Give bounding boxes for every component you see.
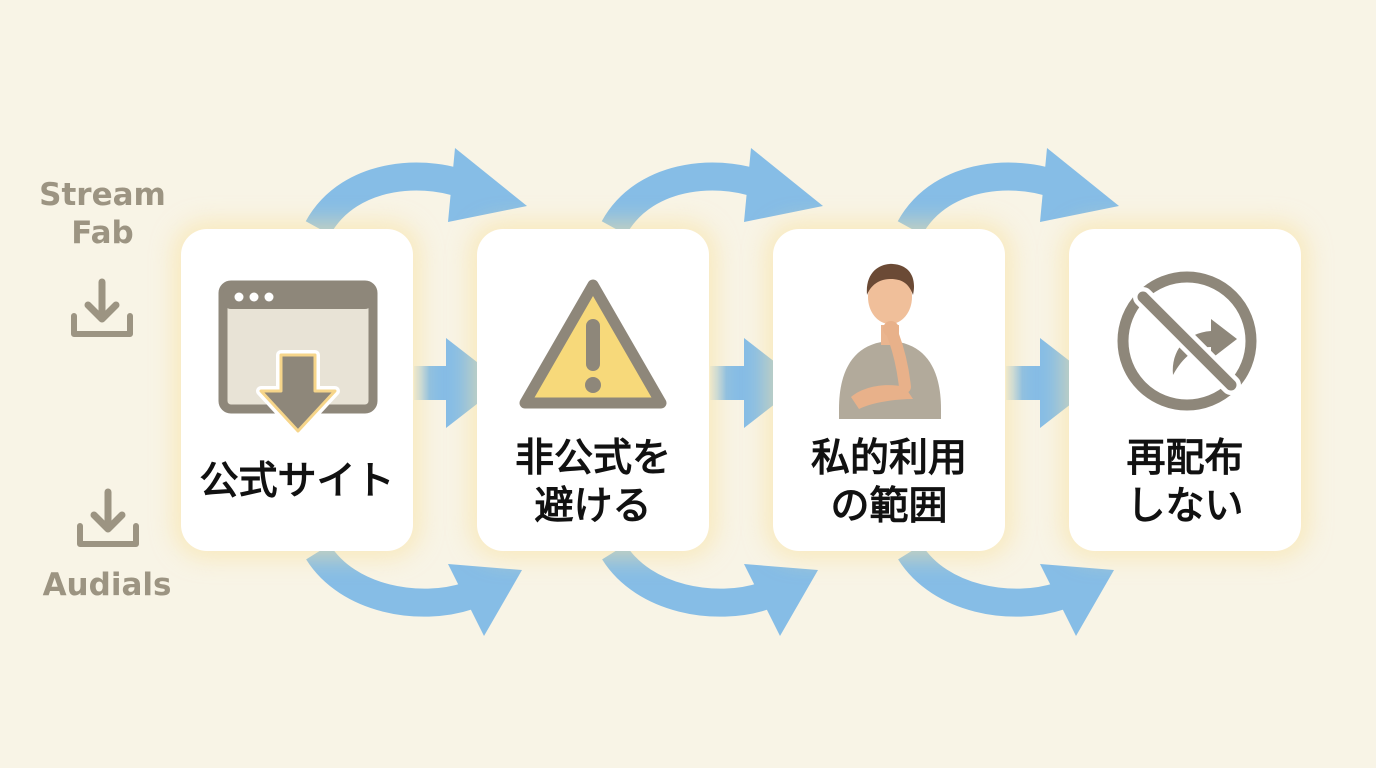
caption-line: の範囲: [830, 484, 948, 529]
bottom-curved-arrow-2: [602, 543, 818, 636]
audials-line-1: Audials: [42, 567, 172, 603]
browser-download-icon: [218, 280, 378, 436]
warning-icon: [519, 279, 667, 409]
caption-line: 公式サイト: [199, 459, 395, 504]
step-caption-3: 私的利用 の範囲: [773, 435, 1005, 531]
top-curved-arrow-1: [305, 148, 527, 236]
step-card-personal-use: 私的利用 の範囲: [773, 229, 1005, 551]
bottom-curved-arrow-3: [898, 543, 1114, 636]
caption-line: しない: [1126, 484, 1244, 529]
caption-line: 非公式を: [514, 436, 671, 481]
no-share-icon: [1117, 271, 1257, 411]
straight-arrow-1: [414, 338, 504, 428]
caption-line: 避ける: [534, 484, 652, 529]
top-curved-arrow-2: [601, 148, 823, 236]
download-icon: [71, 278, 133, 337]
step-card-avoid-unofficial: 非公式を 避ける: [477, 229, 709, 551]
stream-fab-label: Stream Fab: [20, 177, 185, 253]
top-curved-arrow-3: [897, 148, 1119, 236]
stream-fab-line-1: Stream: [39, 177, 166, 213]
caption-line: 再配布: [1126, 436, 1244, 481]
step-caption-1: 公式サイト: [181, 458, 413, 506]
step-caption-2: 非公式を 避ける: [477, 435, 709, 531]
stream-fab-line-2: Fab: [71, 214, 134, 251]
bottom-curved-arrow-1: [306, 543, 522, 636]
download-icon: [77, 488, 139, 547]
step-caption-4: 再配布 しない: [1069, 435, 1301, 531]
audials-label: Audials: [22, 567, 192, 605]
thinking-person-icon: [839, 263, 941, 419]
step-card-no-redistribution: 再配布 しない: [1069, 229, 1301, 551]
step-card-official-site: 公式サイト: [181, 229, 413, 551]
caption-line: 私的利用: [810, 436, 967, 481]
